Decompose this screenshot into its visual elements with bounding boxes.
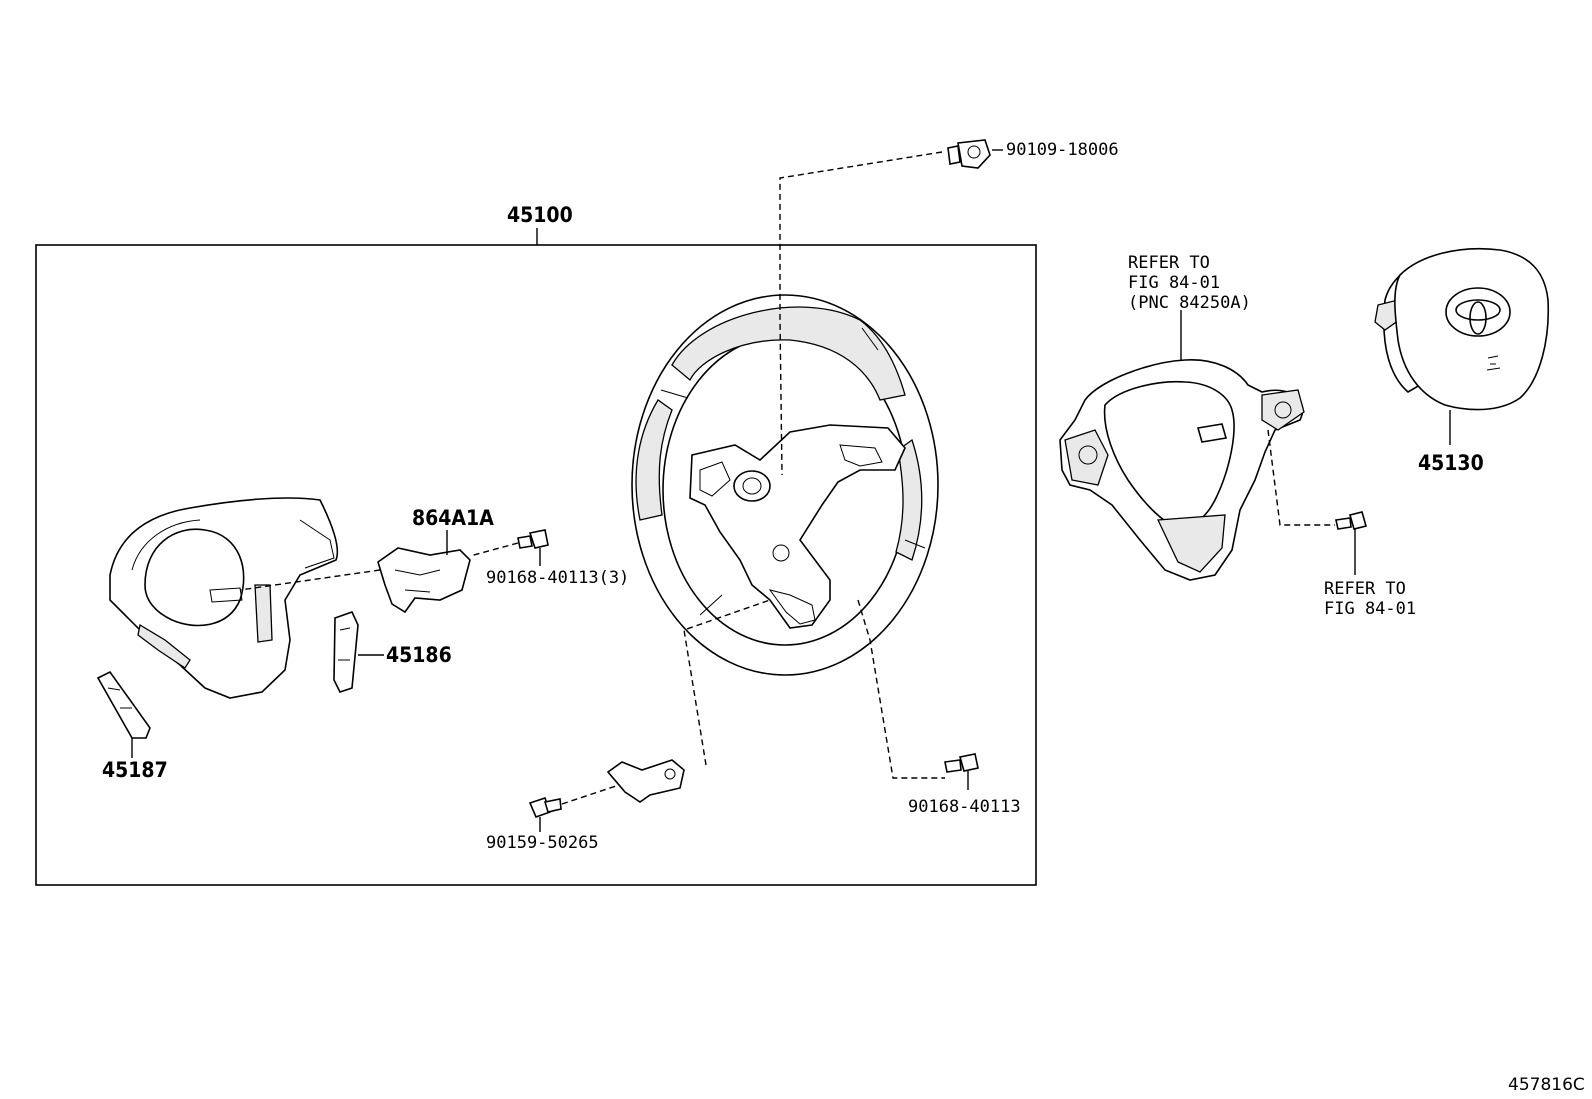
lower-cover-body	[109, 497, 339, 699]
part-number-45187[interactable]: 45187	[102, 758, 168, 782]
part-number-90109-18006[interactable]: 90109-18006	[1006, 140, 1119, 160]
wheel-hub-frame	[689, 424, 906, 629]
assembly-frame	[35, 244, 1037, 886]
wheel-rim-grip-top	[671, 306, 906, 401]
bracket-body	[377, 547, 471, 614]
wheel-lower-boss	[772, 544, 790, 562]
lower-cover-lower-recess	[137, 623, 191, 669]
screw-refer-line1: REFER TO	[1324, 579, 1406, 599]
part-number-90168-40113-3[interactable]: 90168-40113(3)	[486, 568, 629, 588]
trim-45187: 45187	[96, 670, 168, 782]
lower-bracket-dash-to-wheel	[683, 599, 771, 766]
wheel-hub-boss-inner	[742, 477, 762, 495]
reference-screw-dash	[1267, 429, 1335, 526]
screw-90168-40113: 90168-40113	[857, 599, 1021, 817]
lower-cover-inner-edge	[131, 519, 201, 571]
trim-45187-body	[96, 670, 151, 739]
wheel-right-detail	[839, 444, 883, 467]
assembly-group-45100: 45100	[35, 203, 1037, 886]
bracket-864A1A: 864A1A	[239, 506, 494, 614]
wheel-lower-spoke	[768, 589, 816, 625]
toyota-logo-inner	[1469, 301, 1487, 335]
trim-45186: 45186	[333, 611, 452, 693]
assembly-part-number[interactable]: 45100	[507, 203, 573, 227]
part-number-90159-50265[interactable]: 90159-50265	[486, 833, 599, 853]
screw-right-head	[958, 753, 979, 772]
wheel-seam-3	[699, 594, 723, 616]
bracket-to-cover-dash	[239, 569, 381, 591]
part-number-864A1A[interactable]: 864A1A	[412, 506, 494, 530]
switch-right-pad	[1261, 389, 1305, 431]
bolt-head-hole	[967, 145, 981, 159]
switch-left-button	[1078, 445, 1098, 465]
toyota-logo-mid	[1455, 299, 1501, 321]
wheel-left-detail	[699, 461, 731, 497]
lower-cover-slot-1	[254, 584, 273, 643]
wheel-rim-grip-left	[635, 399, 673, 521]
bolt-90109-18006: 90109-18006	[779, 139, 1119, 476]
wheel-rim-grip-right	[895, 438, 923, 561]
reference-screw: REFER TO FIG 84-01	[1267, 429, 1416, 619]
screw-head	[528, 529, 549, 549]
switch-center-tab	[1196, 423, 1228, 443]
wheel-seam-4	[904, 539, 926, 549]
wheel-hub-boss	[733, 470, 771, 502]
screw-to-bracket-dash	[469, 542, 519, 557]
switch-right-button	[1274, 401, 1292, 419]
part-number-90168-40113[interactable]: 90168-40113	[908, 797, 1021, 817]
switch-refer-line1: REFER TO	[1128, 253, 1210, 273]
bracket-detail	[394, 569, 441, 593]
lower-bracket-group: 90159-50265	[486, 599, 771, 853]
part-number-45130[interactable]: 45130	[1418, 451, 1484, 475]
screw-90168-40113-3: 90168-40113(3)	[469, 529, 629, 588]
trim-45187-detail	[107, 687, 132, 709]
trim-45186-detail	[338, 627, 351, 661]
switch-assembly-reference: REFER TO FIG 84-01 (PNC 84250A)	[1059, 253, 1305, 581]
screw-refer-line2[interactable]: FIG 84-01	[1324, 599, 1416, 619]
switch-frame-outer	[1059, 359, 1304, 581]
screw-right-shank	[944, 759, 962, 773]
reference-screw-head	[1349, 511, 1367, 530]
screw-90159-shank	[543, 798, 562, 813]
bolt-head	[957, 139, 991, 169]
bolt-shank	[947, 145, 961, 165]
lower-cover-right-flange	[299, 519, 335, 569]
bolt-to-wheel-dash	[779, 151, 943, 476]
lower-bracket-hole	[664, 768, 676, 780]
airbag-marking	[1486, 355, 1501, 371]
screw-shank	[517, 535, 533, 549]
wheel-rim-outer	[631, 294, 939, 676]
switch-lower-plate	[1157, 514, 1226, 573]
wheel-seam-2	[861, 327, 879, 351]
trim-45186-body	[333, 611, 359, 693]
reference-screw-shank	[1335, 517, 1352, 530]
wheel-seam-1	[660, 389, 689, 399]
steering-wheel-drawing	[631, 294, 939, 676]
screw-90159-dash	[561, 785, 617, 805]
part-number-45186[interactable]: 45186	[386, 643, 452, 667]
toyota-logo-outer	[1445, 287, 1511, 337]
lower-cover-ring	[144, 528, 245, 627]
switch-frame-inner	[1103, 380, 1235, 529]
lower-bracket-body	[606, 759, 685, 803]
switch-refer-line3[interactable]: (PNC 84250A)	[1128, 293, 1251, 313]
screw-right-dash	[857, 599, 945, 779]
figure-id: 457816C	[1508, 1075, 1585, 1095]
lower-cover-drawing	[109, 497, 339, 699]
airbag-45130: 45130	[1374, 247, 1550, 475]
switch-left-pad	[1064, 429, 1109, 486]
switch-refer-line2[interactable]: FIG 84-01	[1128, 273, 1220, 293]
lower-cover-slot-2	[209, 587, 243, 603]
